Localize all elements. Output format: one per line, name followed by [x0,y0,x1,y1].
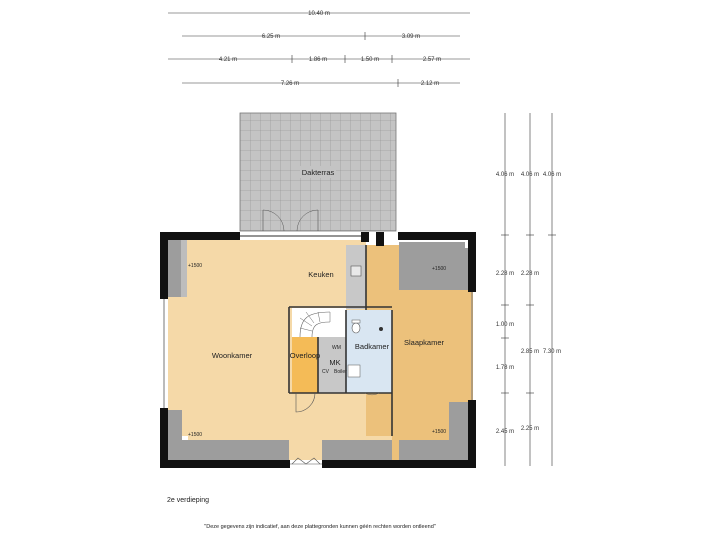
toilet-icon [351,322,361,334]
dim-3-09: 3.09 m [402,34,420,40]
overloop-floor [292,337,318,393]
dim-1-78: 1.78 m [496,365,514,371]
washbasin-icon [347,364,361,378]
dim-7-30: 7.30 m [543,349,561,355]
dim-4-06-c: 4.06 m [543,172,561,178]
room-label-woonkamer: Woonkamer [212,351,253,360]
dim-2-85: 2.85 m [521,349,539,355]
slaapkamer-bay [465,290,473,402]
woonkamer-bay [168,297,182,410]
dim-1-00: 1.00 m [496,322,514,328]
dim-4-06-b: 4.06 m [521,172,539,178]
label-wm: WM [332,345,341,351]
sink-icon [350,265,362,277]
top-dimensions: 10.40 m 6.25 m 3.09 m 4.21 m 1.86 m 1.50… [168,11,470,87]
overloop-door [295,392,316,413]
room-label-keuken: Keuken [308,270,333,279]
dim-2-28-b: 2.28 m [521,271,539,277]
mk-floor [318,337,346,393]
walls [160,232,476,468]
dim-1-86: 1.86 m [309,57,327,63]
dim-total-width: 10.40 m [308,11,330,17]
height-slaapkamer-top: +1500 [432,266,446,272]
dakterras: Dakterras [239,112,397,232]
height-woonkamer-bottom: +1500 [188,432,202,438]
dim-6-25: 6.25 m [262,34,280,40]
dim-4-21: 4.21 m [219,57,237,63]
dim-2-45: 2.45 m [496,429,514,435]
floor-label: 2e verdieping [167,497,209,504]
label-boiler: Boiler [334,369,347,375]
dim-2-57: 2.57 m [423,57,441,63]
balconies [168,240,473,460]
room-label-mk: MK [329,358,340,367]
interior-walls [288,245,393,436]
dim-2-25: 2.25 m [521,426,539,432]
entry-door [290,457,322,465]
dim-1-50: 1.50 m [361,57,379,63]
drain-icon [379,327,383,331]
room-label-overloop: Overloop [290,351,320,360]
disclaimer: "Deze gegevens zijn indicatief, aan deze… [204,524,435,530]
height-woonkamer-top: +1500 [188,263,202,269]
dim-4-06-a: 4.06 m [496,172,514,178]
room-label-slaapkamer: Slaapkamer [404,338,445,347]
right-dimensions: 4.06 m 2.28 m 1.00 m 1.78 m 2.45 m 4.06 … [496,113,561,466]
dim-2-12: 2.12 m [421,81,439,87]
dim-2-28-a: 2.28 m [496,271,514,277]
height-slaapkamer-bottom: +1500 [432,429,446,435]
stairs [292,308,346,338]
room-label-dakterras: Dakterras [302,168,335,177]
bath-door [364,392,380,396]
label-cv: CV [322,369,330,375]
keuken-counter [346,245,366,309]
room-label-badkamer: Badkamer [355,342,390,351]
dim-7-26: 7.26 m [281,81,299,87]
